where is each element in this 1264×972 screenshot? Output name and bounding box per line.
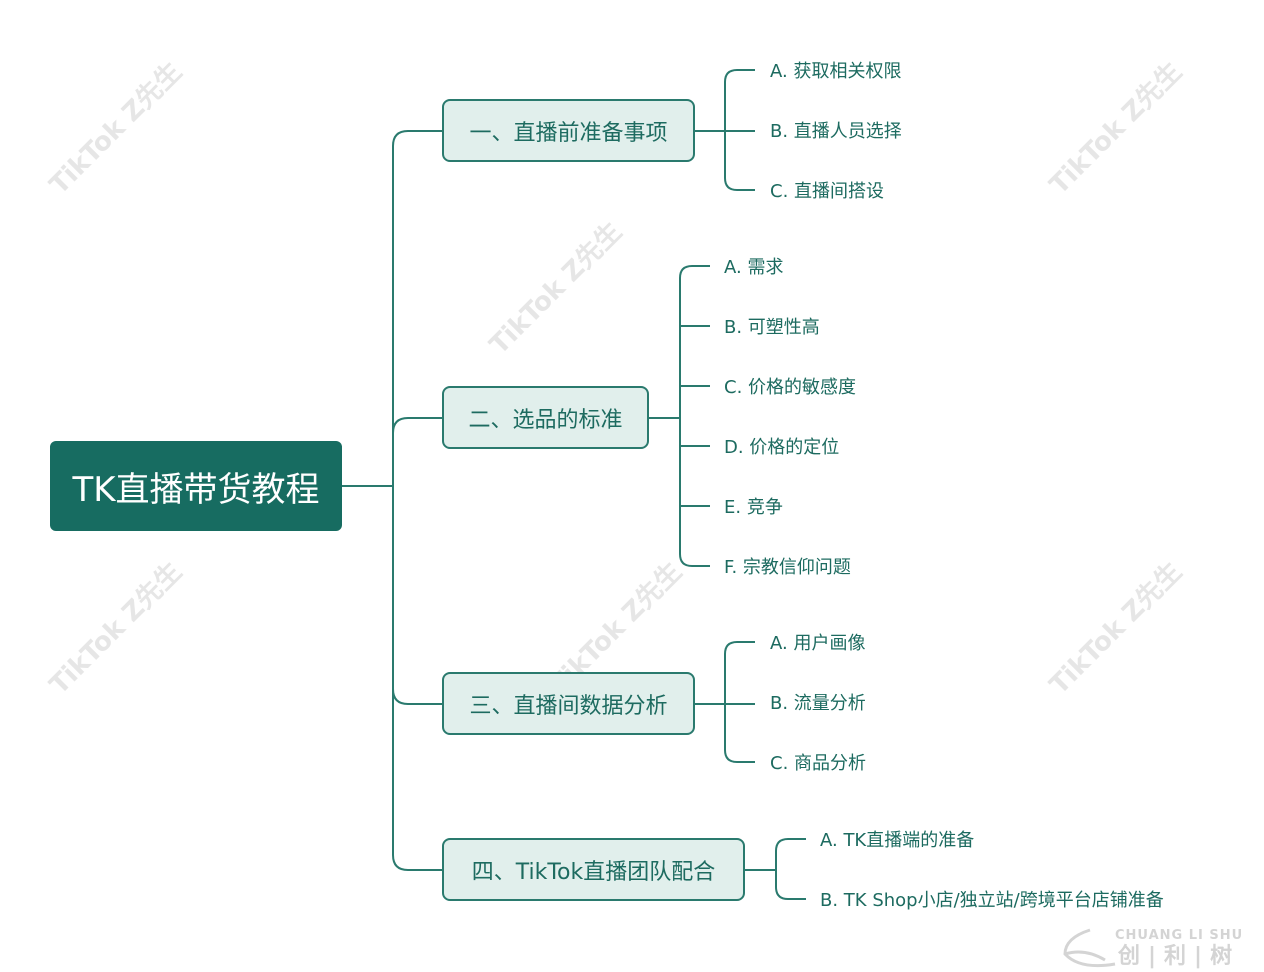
wave-logo-icon xyxy=(1063,928,1116,968)
logo-text-en: CHUANG LI SHU xyxy=(1115,928,1244,943)
branch-team[interactable]: 四、TikTok直播团队配合 xyxy=(442,838,745,901)
leaf-node[interactable]: A. 获取相关权限 xyxy=(770,61,902,82)
leaf-node[interactable]: D. 价格的定位 xyxy=(724,437,840,458)
leaf-node[interactable]: C. 商品分析 xyxy=(770,753,867,774)
leaf-node[interactable]: A. 用户画像 xyxy=(770,633,866,654)
logo-text-cn: 创|利|树 xyxy=(1118,944,1241,969)
leaf-node[interactable]: B. 可塑性高 xyxy=(724,317,820,338)
leaf-node[interactable]: F. 宗教信仰问题 xyxy=(724,557,851,578)
leaf-node[interactable]: E. 竞争 xyxy=(724,497,783,518)
leaf-node[interactable]: A. 需求 xyxy=(724,257,784,278)
leaf-node[interactable]: B. 流量分析 xyxy=(770,693,866,714)
root-node[interactable]: TK直播带货教程 xyxy=(50,441,342,531)
branch-product-selection[interactable]: 二、选品的标准 xyxy=(442,386,649,449)
branch-prep[interactable]: 一、直播前准备事项 xyxy=(442,99,695,162)
leaf-node[interactable]: C. 价格的敏感度 xyxy=(724,377,857,398)
leaf-node[interactable]: B. 直播人员选择 xyxy=(770,121,902,142)
leaf-node[interactable]: B. TK Shop小店/独立站/跨境平台店铺准备 xyxy=(820,890,1164,911)
branch-data-analysis[interactable]: 三、直播间数据分析 xyxy=(442,672,695,735)
leaf-node[interactable]: C. 直播间搭设 xyxy=(770,181,885,202)
leaf-node[interactable]: A. TK直播端的准备 xyxy=(820,830,975,851)
